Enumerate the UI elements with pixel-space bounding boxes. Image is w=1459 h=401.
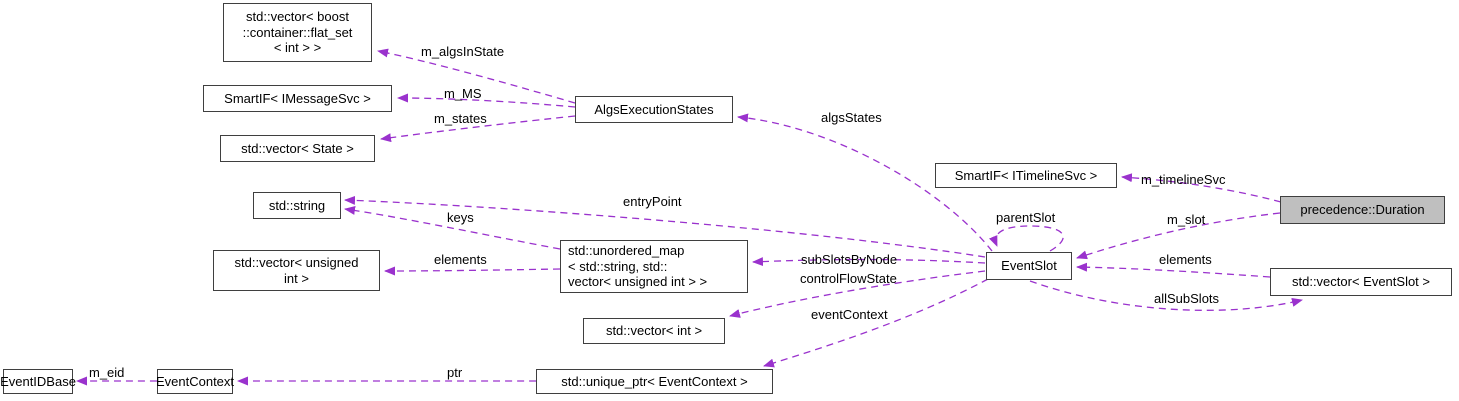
edge-label-parentslot: parentSlot	[996, 210, 1056, 225]
node-eventcontext[interactable]: EventContext	[155, 369, 235, 394]
node-std-string[interactable]: std::string	[253, 192, 341, 219]
edge-label-subslotsbynode: subSlotsByNode	[801, 252, 898, 267]
node-std-vector-eventslot[interactable]: std::vector< EventSlot >	[1270, 268, 1452, 296]
node-label: precedence::Duration	[1300, 202, 1425, 218]
edge-label-allsubslots: allSubSlots	[1154, 291, 1220, 306]
node-label: SmartIF< ITimelineSvc >	[954, 167, 1098, 183]
edge-label-m-eid: m_eid	[89, 365, 125, 380]
node-label: ::container::flat_set	[242, 24, 353, 40]
node-label: EventIDBase	[0, 373, 76, 389]
edge-label-m-timelinesvc: m_timelineSvc	[1141, 172, 1226, 187]
edge-m-algsinstate	[377, 48, 576, 104]
node-label: SmartIF< IMessageSvc >	[224, 90, 371, 106]
node-smartif-imessagesvc[interactable]: SmartIF< IMessageSvc >	[203, 85, 392, 112]
node-std-unordered-map[interactable]: std::unordered_map < std::string, std:: …	[560, 240, 748, 293]
edge-label-m-algsinstate: m_algsInState	[421, 44, 505, 59]
node-label: < int > >	[273, 40, 322, 56]
edge-controlflowstate	[729, 270, 986, 318]
node-label: std::unordered_map	[568, 242, 685, 258]
node-label: std::vector< State >	[241, 140, 354, 156]
node-label: std::unique_ptr< EventContext >	[561, 373, 748, 389]
node-eventslot[interactable]: EventSlot	[986, 252, 1072, 280]
edge-label-m-ms: m_MS	[444, 86, 482, 101]
node-label: std::vector< unsigned	[234, 254, 359, 270]
edge-eventcontext	[763, 278, 989, 368]
node-std-vector-unsigned-int[interactable]: std::vector< unsigned int >	[213, 250, 380, 291]
node-std-vector-boost-flat-set[interactable]: std::vector< boost ::container::flat_set…	[223, 3, 372, 62]
node-smartif-itimelinesvc[interactable]: SmartIF< ITimelineSvc >	[935, 163, 1117, 188]
node-algsexecutionstates[interactable]: AlgsExecutionStates	[575, 96, 733, 123]
edge-keys	[344, 205, 561, 250]
node-label: std::vector< int >	[605, 323, 703, 339]
edge-entrypoint	[344, 195, 986, 258]
node-label: int >	[284, 270, 309, 286]
edge-label-eventcontext: eventContext	[811, 307, 888, 322]
edge-elements-right	[1076, 262, 1271, 278]
node-label: < std::string, std::	[568, 258, 668, 274]
edge-label-m-slot: m_slot	[1167, 212, 1206, 227]
node-std-unique-ptr-eventcontext[interactable]: std::unique_ptr< EventContext >	[536, 369, 773, 394]
node-std-vector-int[interactable]: std::vector< int >	[583, 318, 725, 344]
edge-elements-left	[384, 266, 561, 276]
edge-label-controlflowstate: controlFlowState	[800, 271, 897, 286]
edge-m-states	[380, 115, 576, 143]
node-precedence-duration: precedence::Duration	[1280, 196, 1445, 224]
node-label: AlgsExecutionStates	[594, 101, 714, 117]
edge-label-ptr: ptr	[447, 365, 463, 380]
node-label: std::vector< EventSlot >	[1291, 274, 1431, 290]
node-eventidbase[interactable]: EventIDBase	[0, 369, 76, 394]
node-label: std::vector< boost	[246, 8, 349, 24]
edge-label-keys: keys	[447, 210, 474, 225]
node-std-vector-state[interactable]: std::vector< State >	[220, 135, 375, 162]
node-label: std::string	[268, 197, 326, 213]
edge-label-elements-right: elements	[1159, 252, 1212, 267]
edge-m-ms	[397, 93, 576, 108]
node-label: vector< unsigned int > >	[568, 274, 708, 290]
edge-label-m-states: m_states	[434, 111, 487, 126]
edge-m-timelinesvc	[1121, 173, 1282, 203]
edge-label-elements-left: elements	[434, 252, 487, 267]
edge-subslotsbynode	[752, 257, 986, 267]
node-label: EventContext	[155, 373, 235, 389]
edge-m-slot	[1076, 212, 1281, 260]
edge-parentslot-loop	[989, 225, 1064, 252]
edge-allsubslots	[1029, 280, 1303, 311]
node-label: EventSlot	[1001, 258, 1057, 274]
edge-algsstates	[737, 113, 993, 252]
edge-label-algsstates: algsStates	[821, 110, 882, 125]
edge-label-entrypoint: entryPoint	[623, 194, 682, 209]
